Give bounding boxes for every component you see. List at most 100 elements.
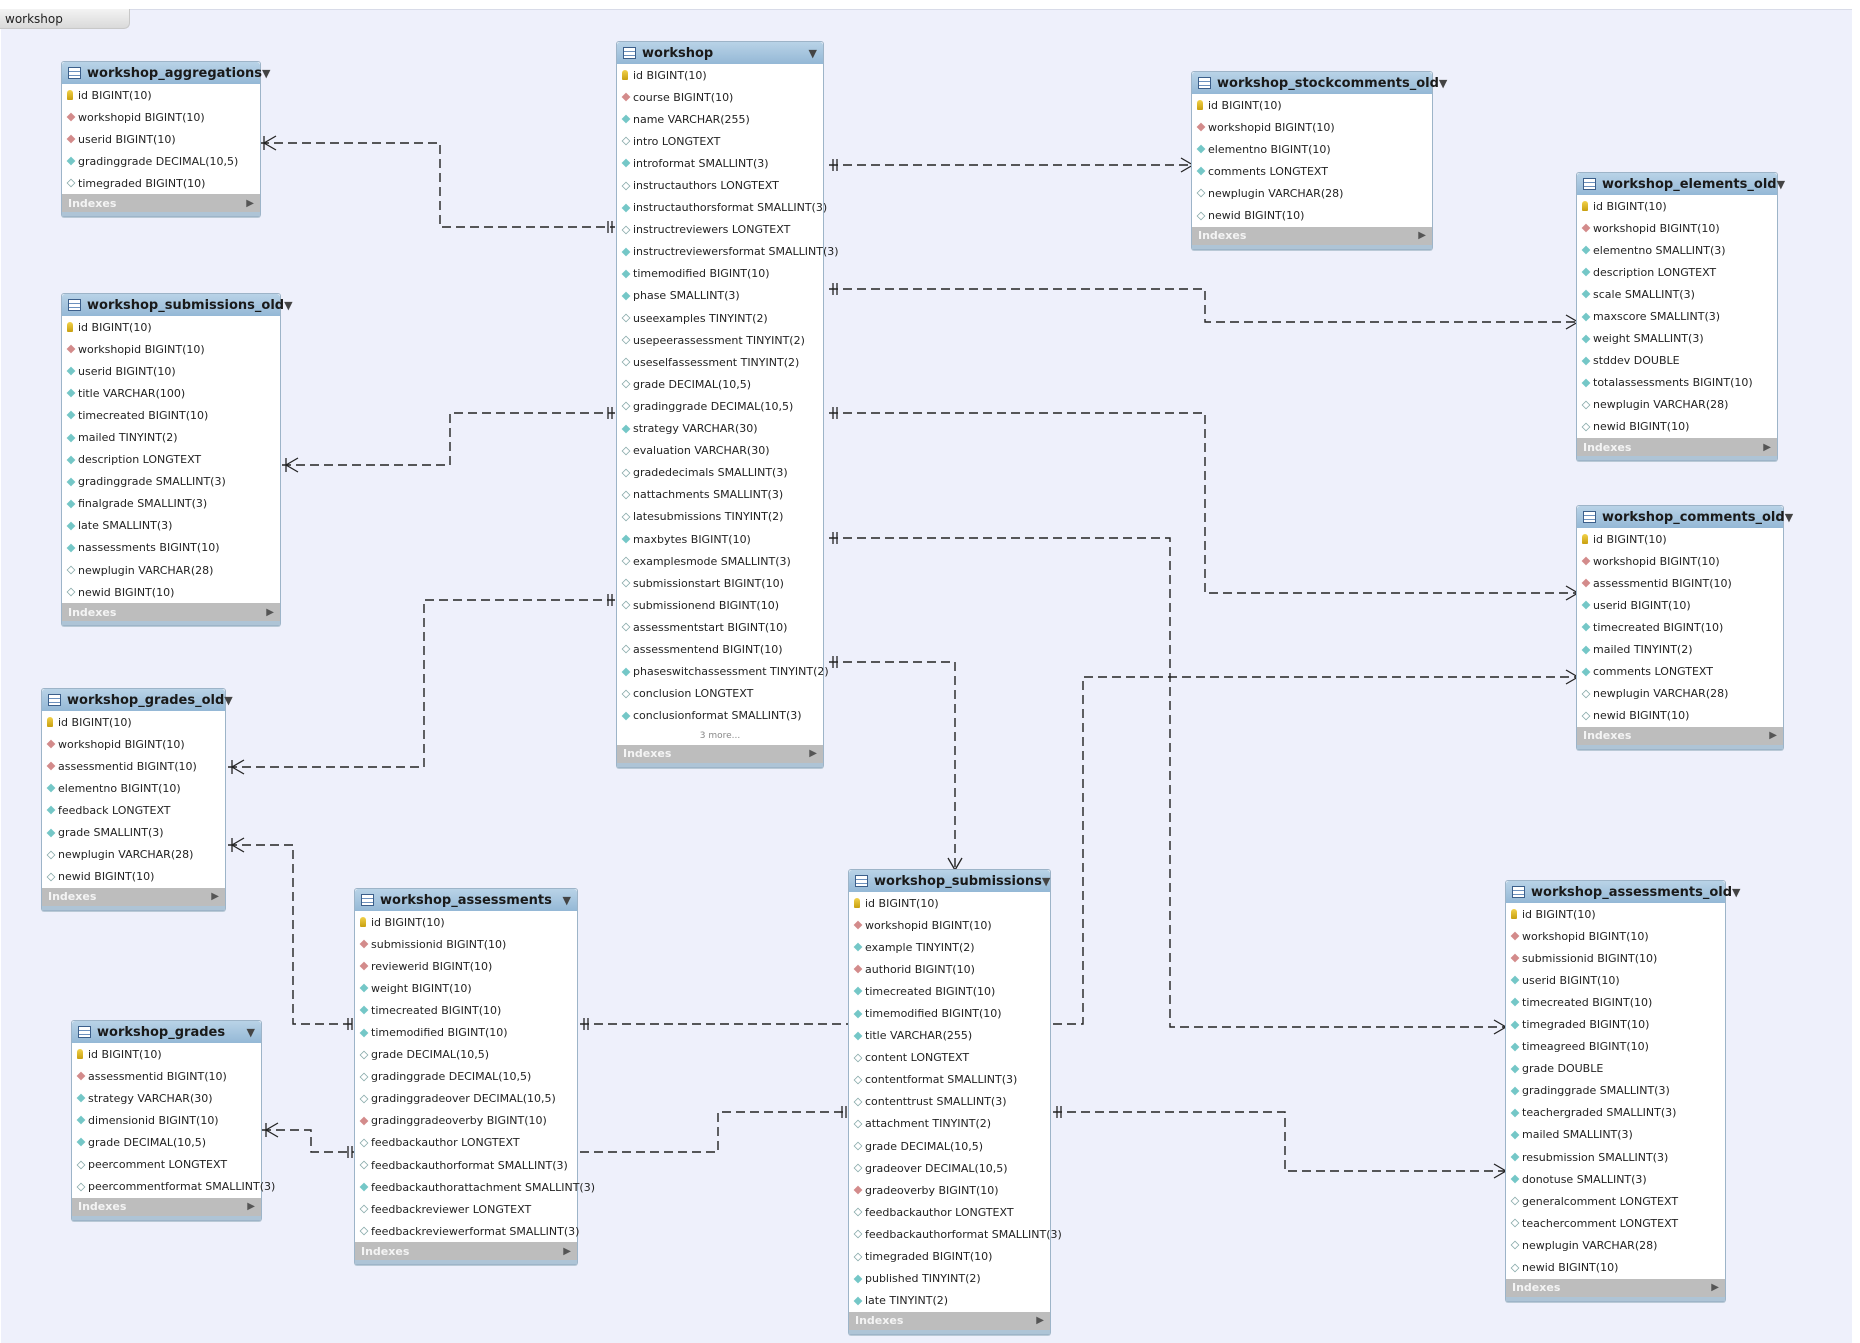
- column-row[interactable]: submissionid BIGINT(10): [355, 933, 577, 955]
- table-workshop-grades-old[interactable]: workshop_grades_old▼id BIGINT(10)worksho…: [41, 688, 233, 911]
- table-workshop-aggregations[interactable]: workshop_aggregations▼id BIGINT(10)works…: [61, 61, 270, 218]
- expand-indexes-icon[interactable]: ▶: [211, 891, 219, 903]
- column-row[interactable]: attachment TINYINT(2): [849, 1113, 1050, 1135]
- expand-indexes-icon[interactable]: ▶: [809, 748, 817, 760]
- column-row[interactable]: published TINYINT(2): [849, 1268, 1050, 1290]
- indexes-section[interactable]: Indexes▶: [42, 887, 225, 910]
- indexes-section[interactable]: Indexes▶: [62, 194, 260, 217]
- indexes-section[interactable]: Indexes▶: [849, 1311, 1050, 1334]
- column-row[interactable]: strategy VARCHAR(30): [72, 1087, 261, 1109]
- table-header[interactable]: workshop_grades_old▼: [42, 689, 233, 711]
- column-row[interactable]: stddev DOUBLE: [1577, 350, 1777, 372]
- column-row[interactable]: grade DECIMAL(10,5): [72, 1131, 261, 1153]
- indexes-section[interactable]: Indexes▶: [1577, 726, 1783, 749]
- expand-indexes-icon[interactable]: ▶: [1763, 441, 1771, 453]
- column-row[interactable]: timegraded BIGINT(10): [62, 172, 260, 194]
- column-row[interactable]: newid BIGINT(10): [1577, 416, 1777, 438]
- column-row[interactable]: weight SMALLINT(3): [1577, 328, 1777, 350]
- column-row[interactable]: feedbackauthorformat SMALLINT(3): [355, 1154, 577, 1176]
- column-row[interactable]: finalgrade SMALLINT(3): [62, 493, 280, 515]
- indexes-section[interactable]: Indexes▶: [617, 744, 823, 767]
- column-row[interactable]: id BIGINT(10): [355, 911, 577, 933]
- column-row[interactable]: newplugin VARCHAR(28): [42, 844, 225, 866]
- column-row[interactable]: generalcomment LONGTEXT: [1506, 1190, 1725, 1212]
- column-row[interactable]: introformat SMALLINT(3): [617, 152, 823, 174]
- indexes-section[interactable]: Indexes▶: [355, 1242, 577, 1265]
- column-row[interactable]: id BIGINT(10): [1577, 528, 1783, 550]
- table-workshop-elements-old[interactable]: workshop_elements_old▼id BIGINT(10)works…: [1576, 172, 1785, 462]
- diagram-tab[interactable]: workshop: [0, 9, 130, 29]
- column-row[interactable]: submissionstart BIGINT(10): [617, 572, 823, 594]
- column-row[interactable]: assessmentid BIGINT(10): [42, 755, 225, 777]
- column-row[interactable]: teachercomment LONGTEXT: [1506, 1212, 1725, 1234]
- column-row[interactable]: feedbackauthorformat SMALLINT(3): [849, 1223, 1062, 1245]
- table-header[interactable]: workshop_submissions_old▼: [62, 294, 293, 316]
- column-row[interactable]: useexamples TINYINT(2): [617, 307, 823, 329]
- column-row[interactable]: feedbackauthor LONGTEXT: [355, 1132, 577, 1154]
- column-row[interactable]: examplesmode SMALLINT(3): [617, 550, 823, 572]
- column-row[interactable]: assessmentid BIGINT(10): [1577, 572, 1783, 594]
- column-row[interactable]: mailed TINYINT(2): [1577, 638, 1783, 660]
- column-row[interactable]: content LONGTEXT: [849, 1047, 1050, 1069]
- column-row[interactable]: feedbackreviewer LONGTEXT: [355, 1198, 577, 1220]
- table-workshop-comments-old[interactable]: workshop_comments_old▼id BIGINT(10)works…: [1576, 505, 1793, 750]
- column-row[interactable]: elementno BIGINT(10): [42, 777, 225, 799]
- column-row[interactable]: gradinggrade SMALLINT(3): [62, 471, 280, 493]
- column-row[interactable]: timecreated BIGINT(10): [849, 980, 1050, 1002]
- table-workshop-submissions[interactable]: workshop_submissions▼id BIGINT(10)worksh…: [848, 869, 1062, 1335]
- column-row[interactable]: conclusionformat SMALLINT(3): [617, 705, 823, 727]
- column-row[interactable]: id BIGINT(10): [1192, 94, 1432, 116]
- column-row[interactable]: grade DECIMAL(10,5): [355, 1044, 577, 1066]
- column-row[interactable]: gradinggrade DECIMAL(10,5): [617, 395, 823, 417]
- column-row[interactable]: latesubmissions TINYINT(2): [617, 506, 823, 528]
- expand-indexes-icon[interactable]: ▶: [247, 1201, 255, 1213]
- expand-indexes-icon[interactable]: ▶: [266, 606, 274, 618]
- column-row[interactable]: submissionid BIGINT(10): [1506, 947, 1725, 969]
- column-row[interactable]: timegraded BIGINT(10): [849, 1246, 1050, 1268]
- expand-indexes-icon[interactable]: ▶: [563, 1245, 571, 1257]
- column-row[interactable]: id BIGINT(10): [1577, 195, 1777, 217]
- table-workshop-submissions-old[interactable]: workshop_submissions_old▼id BIGINT(10)wo…: [61, 293, 293, 627]
- column-row[interactable]: id BIGINT(10): [1506, 903, 1725, 925]
- column-row[interactable]: grade DECIMAL(10,5): [849, 1135, 1050, 1157]
- column-row[interactable]: newid BIGINT(10): [1506, 1257, 1725, 1279]
- column-row[interactable]: feedback LONGTEXT: [42, 799, 225, 821]
- collapse-arrow-icon[interactable]: ▼: [562, 893, 571, 907]
- column-row[interactable]: elementno SMALLINT(3): [1577, 239, 1777, 261]
- column-row[interactable]: nattachments SMALLINT(3): [617, 484, 823, 506]
- column-row[interactable]: workshopid BIGINT(10): [1506, 925, 1725, 947]
- column-row[interactable]: id BIGINT(10): [62, 84, 260, 106]
- column-row[interactable]: usepeerassessment TINYINT(2): [617, 329, 823, 351]
- table-workshop-grades[interactable]: workshop_grades▼id BIGINT(10)assessmenti…: [71, 1020, 275, 1221]
- collapse-arrow-icon[interactable]: ▼: [1732, 885, 1741, 899]
- column-row[interactable]: gradinggradeover DECIMAL(10,5): [355, 1088, 577, 1110]
- column-row[interactable]: instructauthors LONGTEXT: [617, 174, 823, 196]
- column-row[interactable]: useselfassessment TINYINT(2): [617, 351, 823, 373]
- column-row[interactable]: userid BIGINT(10): [1506, 969, 1725, 991]
- column-row[interactable]: grade SMALLINT(3): [42, 821, 225, 843]
- collapse-arrow-icon[interactable]: ▼: [1784, 510, 1794, 524]
- column-row[interactable]: gradinggrade DECIMAL(10,5): [62, 150, 260, 172]
- table-workshop-stockcomments-old[interactable]: workshop_stockcomments_old▼id BIGINT(10)…: [1191, 71, 1447, 250]
- column-row[interactable]: timemodified BIGINT(10): [355, 1021, 577, 1043]
- column-row[interactable]: comments LONGTEXT: [1192, 160, 1432, 182]
- column-row[interactable]: newplugin VARCHAR(28): [1506, 1234, 1725, 1256]
- expand-indexes-icon[interactable]: ▶: [1769, 730, 1777, 742]
- column-row[interactable]: timeagreed BIGINT(10): [1506, 1036, 1725, 1058]
- column-row[interactable]: authorid BIGINT(10): [849, 958, 1050, 980]
- column-row[interactable]: instructreviewersformat SMALLINT(3): [617, 241, 839, 263]
- table-workshop-assessments-old[interactable]: workshop_assessments_old▼id BIGINT(10)wo…: [1505, 880, 1741, 1302]
- column-row[interactable]: title VARCHAR(255): [849, 1025, 1050, 1047]
- collapse-arrow-icon[interactable]: ▼: [284, 298, 293, 312]
- table-workshop[interactable]: workshop▼id BIGINT(10)course BIGINT(10)n…: [616, 41, 839, 768]
- column-row[interactable]: timecreated BIGINT(10): [62, 404, 280, 426]
- collapse-arrow-icon[interactable]: ▼: [246, 1025, 255, 1039]
- column-row[interactable]: workshopid BIGINT(10): [1577, 550, 1783, 572]
- column-row[interactable]: userid BIGINT(10): [62, 360, 280, 382]
- column-row[interactable]: example TINYINT(2): [849, 936, 1050, 958]
- column-row[interactable]: assessmentstart BIGINT(10): [617, 616, 823, 638]
- more-columns-label[interactable]: 3 more...: [699, 730, 741, 741]
- column-row[interactable]: name VARCHAR(255): [617, 108, 823, 130]
- column-row[interactable]: assessmentid BIGINT(10): [72, 1065, 261, 1087]
- indexes-section[interactable]: Indexes▶: [1506, 1278, 1725, 1301]
